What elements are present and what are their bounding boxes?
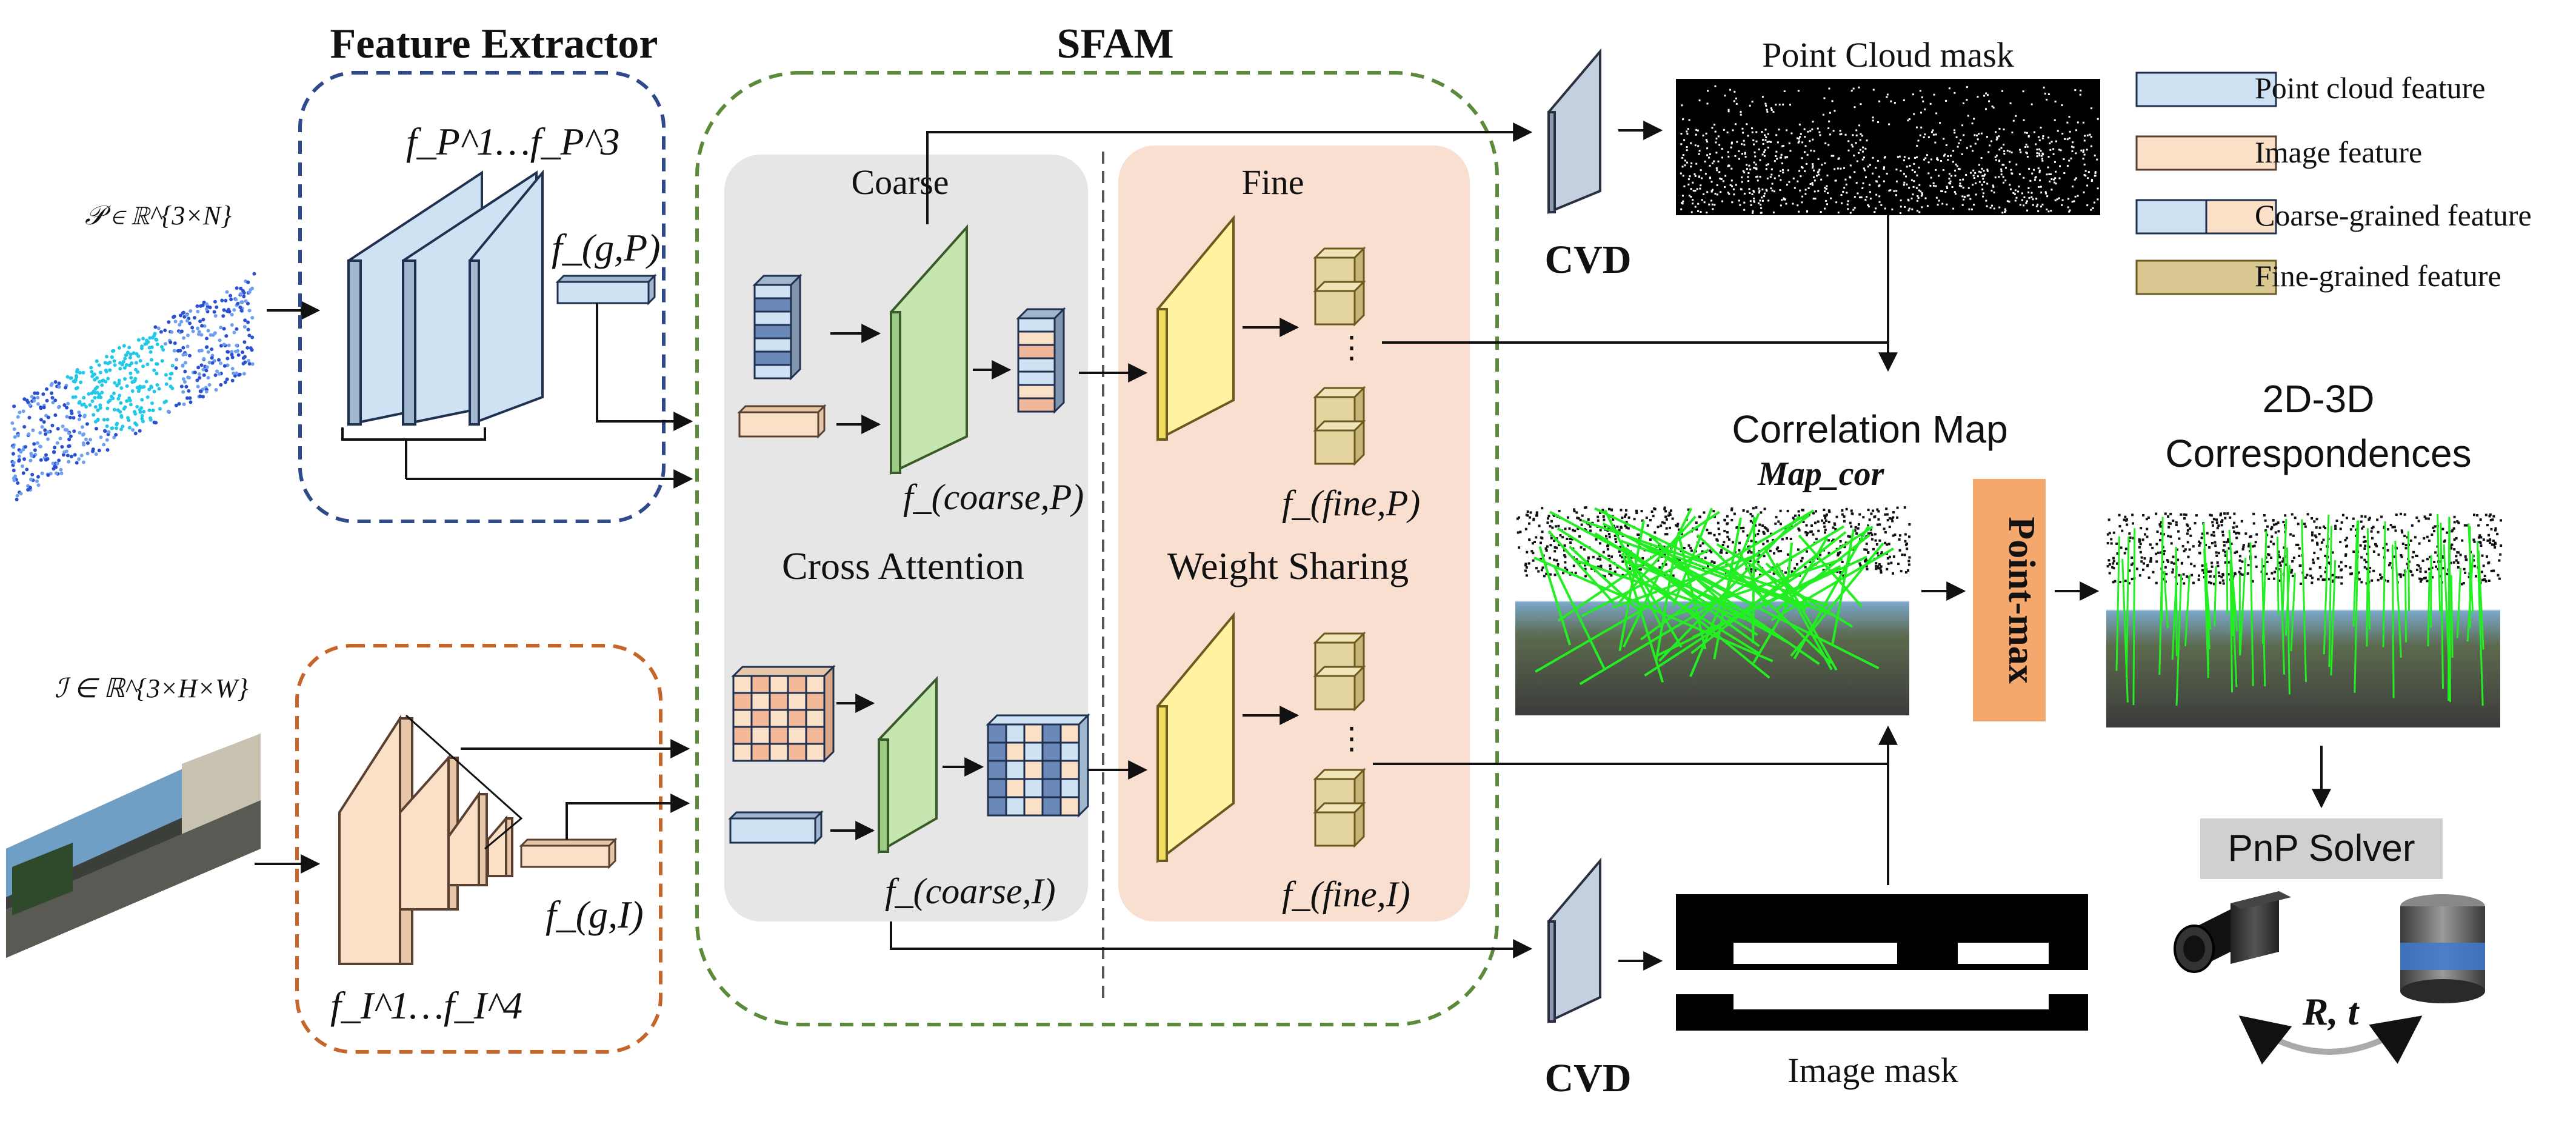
feature-extractor-title: Feature Extractor — [330, 21, 658, 67]
img-token-grid — [731, 664, 836, 763]
point-max-block: Point-max — [1973, 479, 2046, 721]
rt-label: R, t — [2302, 990, 2360, 1033]
correlation-map: Correlation Map Map_cor — [1515, 407, 2008, 715]
image-input-label: ℐ ∈ ℝ^{3×H×W} — [55, 674, 249, 703]
coarse-img-token-cube — [986, 713, 1090, 818]
pc-extractor-box — [298, 71, 666, 523]
correspondences-line2: Correspondences — [2165, 432, 2471, 475]
sfam-box — [695, 71, 1499, 1026]
image-mask-label: Image mask — [1787, 1051, 1958, 1090]
feature-extractor: Feature Extractor f_P^1…f_P^3 f_(g,P) — [295, 21, 693, 1054]
cvd-bottom-label: CVD — [1545, 1056, 1632, 1100]
legend-item: Point cloud feature — [2135, 71, 2485, 107]
legend-item: Image feature — [2135, 135, 2422, 171]
cross-attention-label: Cross Attention — [782, 544, 1024, 587]
correlation-map-symbol: Map_cor — [1757, 455, 1885, 493]
sfam-title: SFAM — [1056, 21, 1173, 67]
sfam-module: SFAM Coarse Fine f_(coarse,P) Cross Atte… — [695, 21, 1499, 1026]
img-feature-layers — [338, 714, 513, 965]
arrow-pc-global-to-sfam — [596, 303, 693, 431]
legend-label-coarse: Coarse-grained feature — [2255, 198, 2532, 232]
pc-feature-layers — [347, 169, 544, 426]
arrow-img-global-to-sfam — [566, 794, 690, 840]
cvd-bottom: CVD — [1545, 857, 1632, 1100]
cvd-top: CVD — [1545, 48, 1632, 282]
fine-i-dots: ⋮ — [1336, 721, 1367, 755]
pc-global-feature — [555, 273, 657, 306]
cvd-top-label: CVD — [1545, 238, 1632, 282]
legend-label-fine: Fine-grained feature — [2255, 259, 2501, 293]
legend-label-image: Image feature — [2255, 135, 2422, 169]
pnp-solver-label: PnP Solver — [2227, 828, 2415, 869]
correlation-map-title: Correlation Map — [1732, 407, 2007, 451]
rt-arrow — [2238, 1015, 2423, 1065]
coarse-label: Coarse — [851, 162, 949, 202]
arrow-coarse-p-to-cvd — [926, 122, 1533, 224]
img-global-feature — [519, 837, 618, 869]
coarse-p-label: f_(coarse,P) — [903, 477, 1084, 517]
image-mask: Image mask — [1676, 894, 2088, 1090]
img-token-top — [737, 404, 827, 439]
point-cloud-image — [10, 272, 256, 501]
legend-label-pc: Point cloud feature — [2255, 71, 2485, 105]
fine-label: Fine — [1241, 162, 1304, 202]
img-extractor-box — [295, 644, 662, 1054]
lidar-icon — [2400, 894, 2485, 1003]
legend-item: Coarse-grained feature — [2135, 198, 2532, 235]
correspondences-line1: 2D-3D — [2263, 377, 2375, 421]
point-cloud-mask-label: Point Cloud mask — [1762, 35, 2014, 75]
weight-sharing-layer-bottom — [1156, 612, 1235, 864]
fine-p-dots: ⋮ — [1336, 330, 1367, 364]
pc-token-bottom — [728, 810, 824, 845]
pc-global-label: f_(g,P) — [552, 226, 661, 269]
input-image — [6, 734, 261, 958]
correspondences: 2D-3D Correspondences — [2106, 377, 2503, 727]
point-cloud-input-label: 𝒫 ∈ ℝ^{3×N} — [85, 201, 232, 230]
fine-i-label: f_(fine,I) — [1282, 874, 1410, 914]
image-input: ℐ ∈ ℝ^{3×H×W} — [6, 674, 261, 958]
img-multiscale-label: f_I^1…f_I^4 — [330, 984, 522, 1027]
weight-sharing-layer-top — [1156, 215, 1235, 442]
legend: Point cloud feature Image feature Coarse… — [2135, 71, 2532, 295]
legend-item: Fine-grained feature — [2135, 259, 2501, 295]
cross-attention-layer-top — [890, 224, 968, 475]
pc-token-stack — [752, 273, 802, 381]
cross-attention-layer-bottom — [878, 675, 938, 854]
fine-p-label: f_(fine,P) — [1282, 483, 1420, 523]
img-global-label: f_(g,I) — [546, 893, 644, 936]
coarse-pc-token-stack — [1016, 307, 1066, 414]
pc-multiscale-label: f_P^1…f_P^3 — [406, 120, 620, 163]
fine-pc-token-cubes — [1313, 246, 1366, 466]
point-cloud-mask: Point Cloud mask — [1676, 35, 2100, 215]
arrow-coarse-i-to-cvd — [890, 921, 1533, 958]
coarse-i-label: f_(coarse,I) — [885, 871, 1056, 911]
weight-sharing-label: Weight Sharing — [1167, 544, 1409, 587]
pnp-solver: PnP Solver — [2200, 818, 2443, 879]
fine-img-token-cubes — [1313, 631, 1366, 848]
camera-icon — [2174, 891, 2291, 973]
point-max-label: Point-max — [2001, 517, 2042, 684]
point-cloud-input: 𝒫 ∈ ℝ^{3×N} — [10, 201, 256, 501]
